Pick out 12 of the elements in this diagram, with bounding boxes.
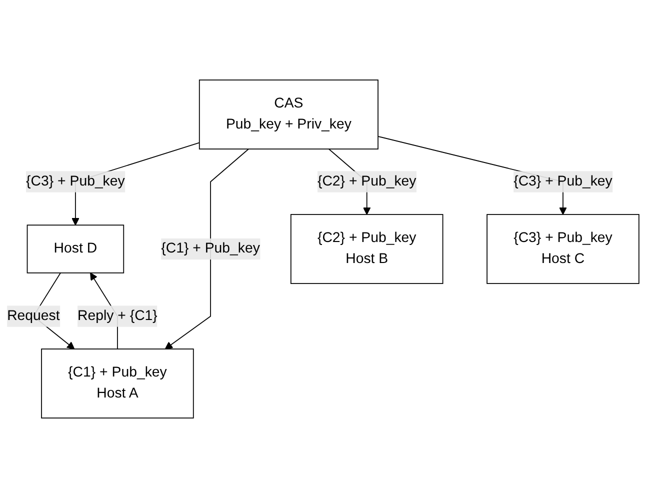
edge-label: {C1} + Pub_key (161, 241, 260, 256)
edge-label: Request (7, 308, 60, 324)
edge-label: {C3} + Pub_key (514, 174, 612, 189)
node-box: {C2} + Pub_key Host B (290, 214, 444, 284)
node-box: {C3} + Pub_key Host C (486, 214, 640, 284)
edge-label: Reply + {C1} (78, 308, 158, 324)
node-box: CAS Pub_key + Priv_key (198, 80, 378, 150)
arrow (164, 148, 250, 350)
node-box: {C1} + Pub_key Host A (41, 348, 194, 418)
edge-label: {C2} + Pub_key (317, 174, 416, 189)
node-box: Host D (26, 224, 124, 274)
edge-label: {C3} + Pub_key (26, 174, 125, 189)
